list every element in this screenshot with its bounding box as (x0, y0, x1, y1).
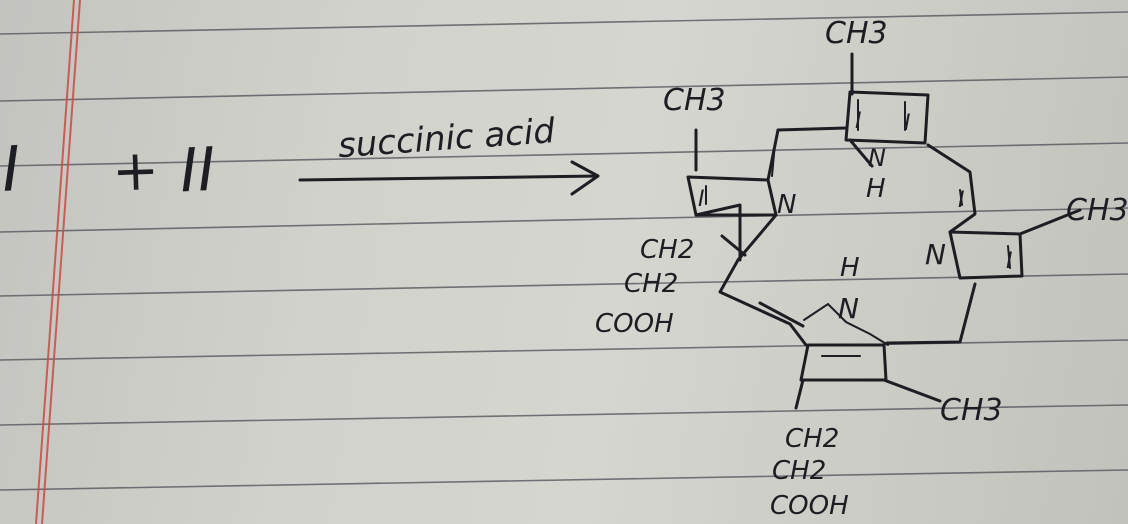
reaction-condition-label: succinic acid (337, 111, 557, 166)
right-nitrogen: N (925, 238, 946, 271)
right-methyl-label: CH3 (1066, 193, 1128, 228)
reaction-equation: I + II succinic acid (0, 111, 600, 207)
plus-sign: + (111, 138, 160, 205)
ring-mark-three: I (904, 111, 911, 136)
ring-mark-one: I (698, 187, 705, 212)
left-chain-ch2-two: CH2 (624, 269, 678, 299)
left-methyl-label: CH3 (663, 83, 726, 118)
reactant-two-label: II (178, 135, 217, 207)
ring-mark-five: I (1006, 249, 1013, 274)
top-ring-hydrogen: H (866, 174, 886, 204)
reactant-one-label: I (0, 132, 22, 206)
left-nitrogen: N (777, 190, 796, 220)
bottom-chain-ch2-one: CH2 (785, 424, 839, 454)
bottom-chain-ch2-two: CH2 (772, 456, 826, 486)
top-methyl-label: CH3 (825, 16, 888, 51)
left-chain-ch2-one: CH2 (640, 235, 694, 265)
top-nitrogen: N (868, 144, 886, 172)
bottom-chain-cooh: COOH (770, 491, 849, 521)
center-hydrogen: H (840, 253, 860, 283)
reaction-arrow (298, 160, 600, 196)
bottom-nitrogen: N (838, 292, 859, 325)
bottom-right-methyl-label: CH3 (940, 393, 1003, 428)
left-chain-cooh: COOH (595, 309, 674, 339)
ring-mark-two: I (855, 109, 862, 134)
ring-mark-four: I (958, 188, 965, 213)
product-structure: CH3 CH3 CH3 CH3 H H N N N N I I I I I CH… (595, 16, 1128, 521)
